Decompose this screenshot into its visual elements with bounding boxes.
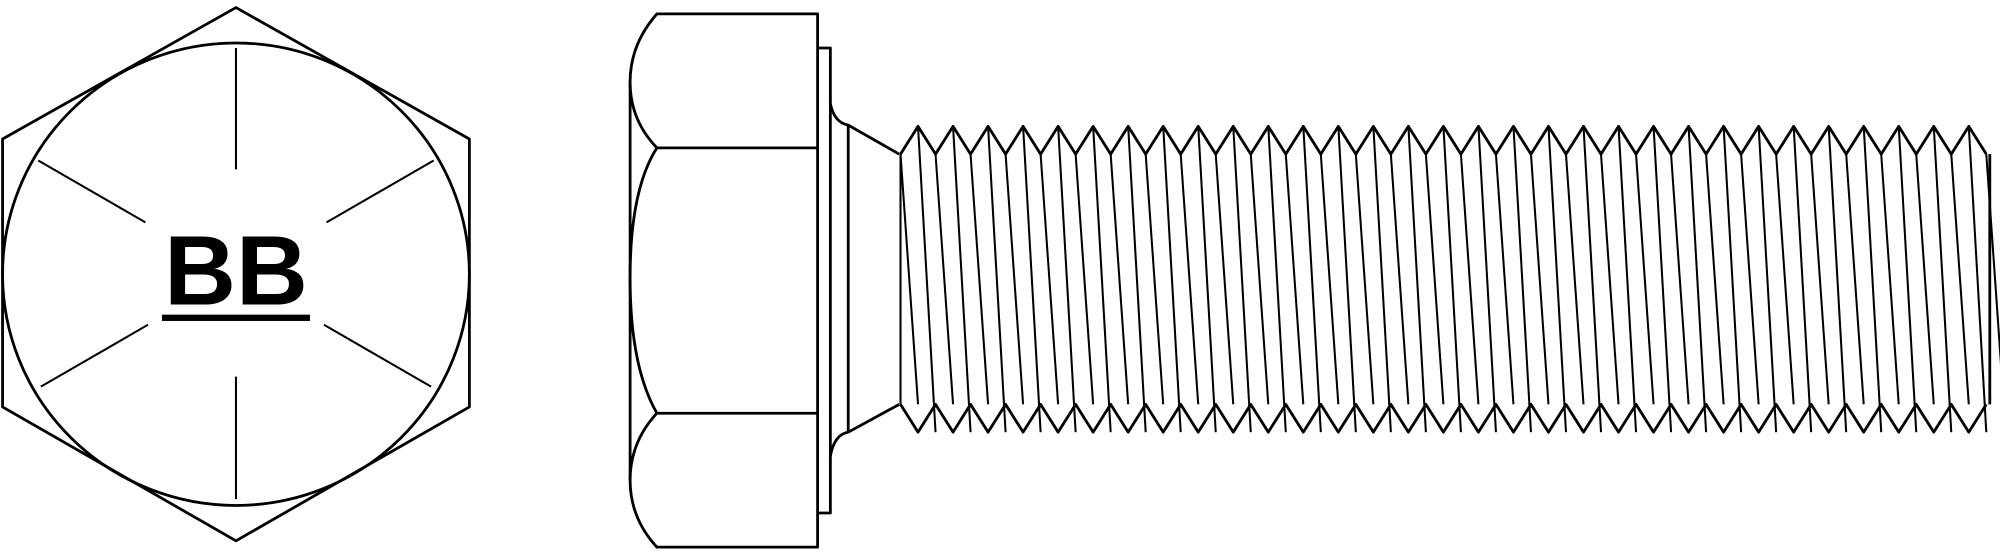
thread-crest-line xyxy=(1232,126,1252,433)
thread-root-line xyxy=(1599,154,1620,405)
thread-section xyxy=(899,124,2000,434)
thread-crest-line xyxy=(1162,126,1182,433)
radial-ticks xyxy=(37,48,435,500)
thread-crest-line xyxy=(1092,126,1112,433)
thread-root-line xyxy=(1529,154,1550,405)
thread-root-line xyxy=(1740,154,1760,405)
thread-root-line xyxy=(1985,154,2000,365)
thread-crest-line xyxy=(1267,126,1287,433)
thread-crest-line xyxy=(952,126,972,433)
bolt-side-view xyxy=(628,12,2000,549)
thread-root-line xyxy=(1915,154,1935,405)
thread-crest-line xyxy=(1057,126,1077,433)
head-side-outline xyxy=(628,12,820,549)
thread-root-line xyxy=(1810,154,1830,405)
thread-crest-line xyxy=(1862,126,1883,433)
thread-root-line xyxy=(934,154,955,405)
thread-root-line xyxy=(1845,154,1865,405)
thread-root-line xyxy=(1670,154,1690,405)
thread-root-line xyxy=(1354,154,1375,405)
thread-root-line xyxy=(1004,154,1025,405)
hex-outline xyxy=(1,6,471,543)
thread-root-line xyxy=(1424,154,1445,405)
thread-crest-line xyxy=(1582,126,1603,433)
thread-crest-line xyxy=(1652,126,1673,433)
washer-face xyxy=(817,46,832,515)
thread-crest-line xyxy=(1967,126,1988,433)
thread-root-line xyxy=(1284,154,1305,405)
thread-root-line xyxy=(1074,154,1095,405)
thread-root-line xyxy=(1319,154,1340,405)
marking-underline xyxy=(161,314,310,321)
thread-crest-line xyxy=(1442,126,1462,433)
thread-root-line xyxy=(1039,154,1060,405)
thread-root-line xyxy=(1179,154,1200,405)
hex-head-end-view: BB xyxy=(1,6,471,543)
thread-crest-line xyxy=(1792,126,1813,433)
thread-crest-line xyxy=(1757,126,1778,433)
thread-root-line xyxy=(1109,154,1130,405)
thread-crest-line xyxy=(1022,126,1042,433)
thread-crest-line xyxy=(1197,126,1217,433)
thread-crest-line xyxy=(1407,126,1427,433)
thread-root-line xyxy=(1564,154,1585,405)
thread-root-line xyxy=(1775,154,1795,405)
thread-crest-line xyxy=(1617,126,1638,433)
thread-root-line xyxy=(1389,154,1410,405)
thread-crest-line xyxy=(1337,126,1357,433)
thread-root-line xyxy=(1950,154,1970,405)
thread-crest-line xyxy=(1127,126,1147,433)
thread-crest-line xyxy=(1687,126,1708,433)
head-marking-text: BB xyxy=(164,215,308,325)
thread-crest-line xyxy=(1477,126,1497,433)
thread-crest-line xyxy=(1302,126,1322,433)
thread-root-line xyxy=(899,154,920,405)
thread-root-line xyxy=(1144,154,1165,405)
thread-crest-line xyxy=(1547,126,1568,433)
thread-bottom-profile xyxy=(899,402,1988,434)
thread-crest-line xyxy=(1372,126,1392,433)
thread-root-line xyxy=(969,154,990,405)
thread-root-line xyxy=(1880,154,1900,405)
head-face-arc xyxy=(628,147,659,414)
thread-root-line xyxy=(1459,154,1480,405)
thread-crest-line xyxy=(1827,126,1848,433)
thread-root-line xyxy=(1494,154,1515,405)
thread-root-line xyxy=(1705,154,1725,405)
thread-crest-line xyxy=(917,126,937,433)
thread-root-line xyxy=(1214,154,1235,405)
thread-root-line xyxy=(1635,154,1655,405)
thread-crest-line xyxy=(1897,126,1918,433)
thread-crest-line xyxy=(1932,126,1953,433)
thread-crest-line xyxy=(1722,126,1743,433)
head-chamfer-arcs xyxy=(628,82,658,481)
thread-crest-line xyxy=(1512,126,1532,433)
thread-crest-line xyxy=(987,126,1007,433)
bearing-circle xyxy=(1,41,471,507)
thread-root-line xyxy=(1249,154,1270,405)
shank-fillet xyxy=(828,103,900,457)
